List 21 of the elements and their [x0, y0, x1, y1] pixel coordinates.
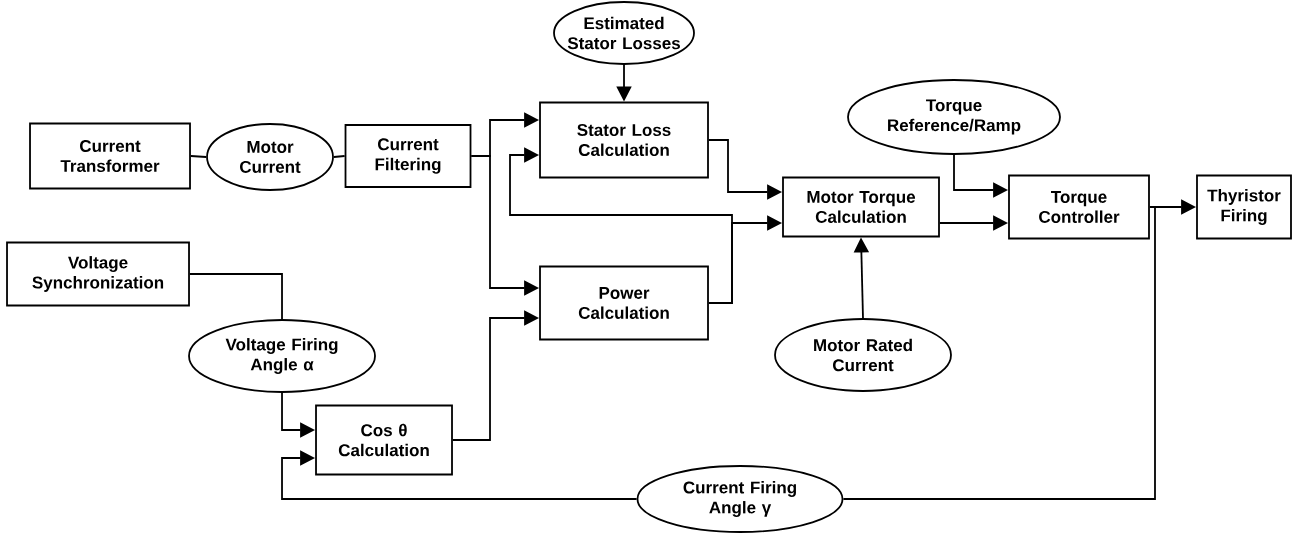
oval: Motor Current	[206, 123, 334, 191]
oval: Motor Rated Current	[774, 318, 952, 392]
oval: Torque Reference/Ramp	[847, 79, 1061, 155]
process-box: Power Calculation	[539, 265, 709, 341]
process-box: Current Filtering	[344, 124, 472, 188]
connector-line	[842, 206, 1156, 500]
arrow	[509, 147, 733, 304]
process-box: Current Transformer	[29, 122, 191, 190]
oval: Estimated Stator Losses	[553, 1, 695, 65]
connector-line	[189, 273, 283, 320]
process-box: Voltage Synchronization	[6, 241, 190, 307]
process-box: Torque Controller	[1008, 174, 1150, 240]
process-box: Stator Loss Calculation	[539, 101, 709, 179]
arrow	[281, 450, 638, 500]
connector-line	[333, 155, 346, 158]
connector-line	[190, 155, 207, 158]
process-box: Cos θ Calculation	[315, 404, 453, 476]
process-box: Motor Torque Calculation	[782, 176, 940, 238]
process-box: Thyristor Firing	[1196, 174, 1292, 240]
oval: Current Firing Angle γ	[636, 465, 844, 533]
oval: Voltage Firing Angle α	[188, 319, 376, 393]
